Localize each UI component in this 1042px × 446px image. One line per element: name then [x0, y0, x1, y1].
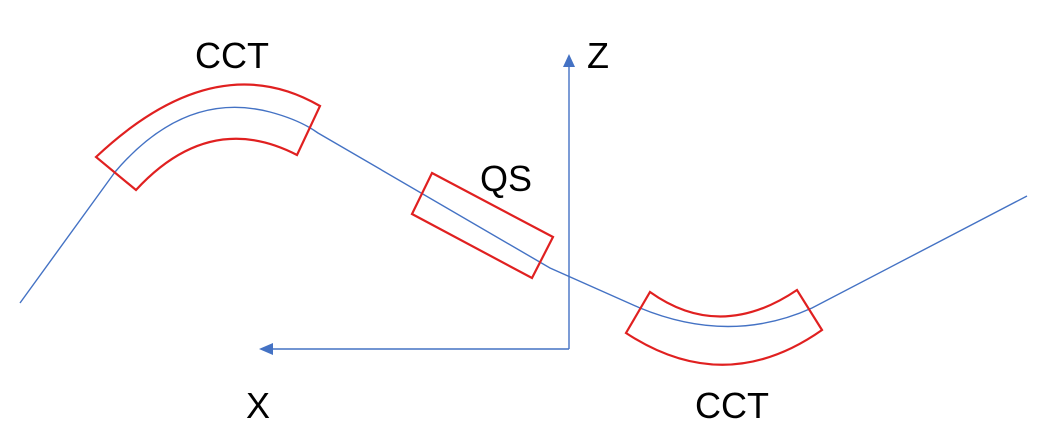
x-axis-label: X	[246, 385, 270, 426]
qs-label: QS	[480, 158, 532, 199]
x-axis-arrowhead	[259, 343, 273, 355]
beam-trajectory	[19, 106, 1028, 328]
z-axis-arrowhead	[563, 54, 575, 67]
cct-bottom-label: CCT	[695, 385, 769, 426]
qs-magnet	[410, 171, 555, 280]
cct-top-label: CCT	[195, 35, 269, 76]
cct-magnet-top	[94, 83, 322, 192]
cct-magnet-bottom	[624, 288, 824, 366]
z-axis-label: Z	[587, 35, 609, 76]
